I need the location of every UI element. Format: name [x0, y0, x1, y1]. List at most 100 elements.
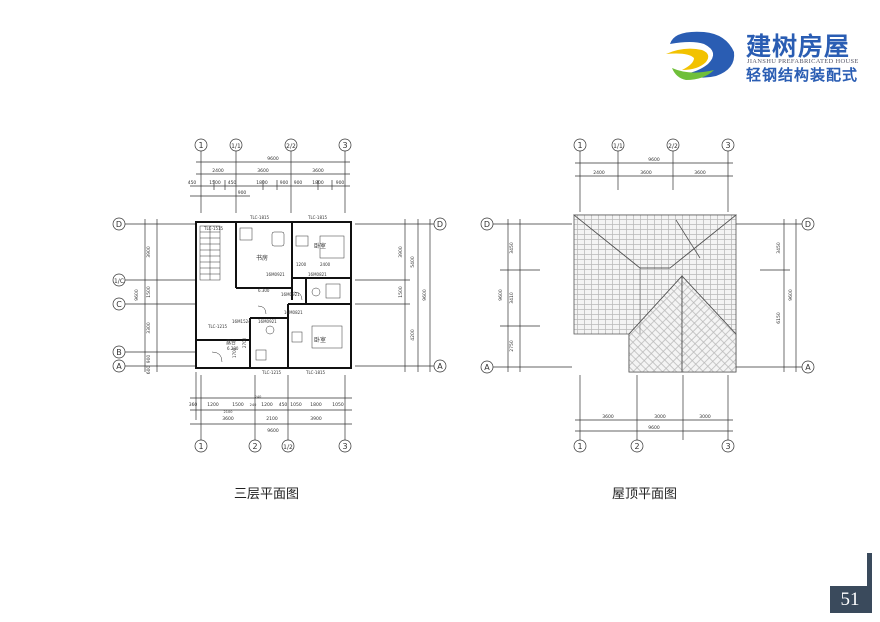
svg-text:16M0921: 16M0921 [258, 319, 277, 324]
svg-text:2100: 2100 [266, 416, 278, 422]
svg-text:3300: 3300 [146, 322, 152, 334]
roof-grid-bot-3: 3 [725, 442, 730, 451]
roof-right-grid [736, 217, 815, 374]
tf-grid-bot-1: 1 [198, 442, 203, 451]
svg-text:900: 900 [336, 180, 345, 186]
tf-dimensions: 9600 2400 3600 3600 450 1500 450 1800 90… [134, 156, 428, 434]
roof-grid-top-3: 2/2 [668, 143, 678, 150]
svg-text:3600: 3600 [694, 170, 706, 176]
tf-stair [199, 225, 221, 281]
svg-text:900: 900 [238, 190, 247, 196]
tf-grid-left-1: D [116, 220, 122, 229]
svg-text:900: 900 [146, 355, 152, 364]
third-floor-caption: 三层平面图 [234, 487, 300, 502]
tf-grid-bot-2: 2 [252, 442, 257, 451]
svg-text:6.300: 6.300 [258, 288, 270, 293]
roof-grid-right-1: D [805, 220, 811, 229]
svg-text:900: 900 [280, 180, 289, 186]
svg-text:3000: 3000 [654, 414, 666, 420]
tf-top-grid [194, 138, 352, 213]
roof-bottom-grid [573, 375, 735, 453]
svg-text:16M0921: 16M0921 [281, 292, 300, 297]
brand-tagline: 轻钢结构装配式 [746, 66, 859, 84]
roof-dimensions: 9600 2400 3600 3600 3450 3410 2750 9600 … [498, 157, 794, 431]
svg-text:9600: 9600 [267, 156, 279, 162]
svg-text:2100: 2100 [224, 410, 233, 414]
tf-right-grid [355, 217, 447, 373]
svg-text:1800: 1800 [312, 180, 324, 186]
svg-text:卧室: 卧室 [314, 336, 326, 344]
svg-text:3600: 3600 [312, 168, 324, 174]
tf-grid-right-1: D [437, 220, 443, 229]
svg-text:450: 450 [188, 180, 197, 186]
svg-text:1200: 1200 [207, 402, 219, 408]
svg-text:3600: 3600 [602, 414, 614, 420]
third-floor-plan: 1 1/1 2/2 3 1 2 1/2 3 D 1/C C B A D A 96… [112, 138, 447, 453]
svg-text:2700: 2700 [242, 337, 247, 348]
svg-text:3900: 3900 [398, 246, 404, 258]
tf-grid-left-4: B [116, 348, 122, 357]
svg-text:3600: 3600 [222, 416, 234, 422]
roof-grid-left-2: A [484, 363, 490, 372]
tf-grid-top-2: 1/1 [231, 143, 241, 150]
roof-grid-left-1: D [484, 220, 490, 229]
roof-grid-bot-1: 1 [577, 442, 582, 451]
roof-surfaces [572, 214, 738, 373]
svg-text:3450: 3450 [776, 242, 782, 254]
svg-text:9600: 9600 [422, 289, 428, 301]
svg-text:3410: 3410 [509, 292, 515, 304]
roof-plan-caption: 屋顶平面图 [612, 487, 678, 502]
brand-english: JIANSHU PREFABRICATED HOUSE [747, 58, 859, 65]
svg-text:9600: 9600 [788, 289, 794, 301]
svg-text:1050: 1050 [332, 402, 344, 408]
roof-left-grid [480, 217, 572, 374]
svg-text:1500: 1500 [398, 286, 404, 298]
svg-text:TLC-1215: TLC-1215 [207, 324, 228, 329]
svg-text:TLC-1815: TLC-1815 [305, 370, 326, 375]
svg-text:450: 450 [228, 180, 237, 186]
svg-text:9600: 9600 [648, 425, 660, 431]
svg-text:600: 600 [146, 366, 152, 375]
roof-grid-right-2: A [805, 363, 811, 372]
tf-room-names: 书房 卧室 卧室 露台 [226, 242, 326, 346]
svg-text:3600: 3600 [640, 170, 652, 176]
svg-text:1200: 1200 [261, 402, 273, 408]
svg-text:2400: 2400 [320, 262, 331, 267]
svg-text:1500: 1500 [232, 402, 244, 408]
svg-text:TLC-1815: TLC-1815 [307, 215, 328, 220]
tf-grid-top-3: 2/2 [286, 143, 296, 150]
roof-grid-bot-2: 2 [634, 442, 639, 451]
roof-grid-top-4: 3 [725, 141, 730, 150]
svg-text:240: 240 [250, 403, 257, 407]
svg-text:2750: 2750 [509, 340, 515, 352]
tf-grid-bot-4: 3 [342, 442, 347, 451]
svg-text:9600: 9600 [134, 289, 140, 301]
svg-text:3000: 3000 [699, 414, 711, 420]
svg-text:360: 360 [189, 402, 198, 408]
svg-text:3900: 3900 [310, 416, 322, 422]
svg-text:书房: 书房 [256, 254, 268, 262]
tf-labels: TLC-1515 TLC-1815 TLC-1815 TLC-1215 TLC-… [203, 215, 331, 375]
svg-text:3900: 3900 [146, 246, 152, 258]
svg-text:16M1524: 16M1524 [232, 319, 251, 324]
svg-text:1050: 1050 [290, 402, 302, 408]
roof-plan: 1 1/1 2/2 3 1 2 3 D A D A 9600 2400 3600… [480, 138, 815, 453]
svg-text:1200: 1200 [296, 262, 307, 267]
svg-text:1500: 1500 [146, 286, 152, 298]
brand-name: 建树房屋 [746, 32, 851, 61]
svg-text:9600: 9600 [498, 289, 504, 301]
tf-grid-bot-3: 1/2 [283, 444, 293, 451]
svg-text:1800: 1800 [310, 402, 322, 408]
roof-top-grid [573, 138, 735, 212]
svg-text:9600: 9600 [648, 157, 660, 163]
svg-text:16M0921: 16M0921 [266, 272, 285, 277]
tf-grid-left-3: C [116, 300, 122, 309]
jianshu-logo-icon [666, 31, 735, 80]
svg-text:6.280: 6.280 [227, 346, 239, 351]
svg-text:TLC-1815: TLC-1815 [249, 215, 270, 220]
roof-grid-top-1: 1 [577, 141, 582, 150]
svg-text:900: 900 [294, 180, 303, 186]
svg-text:5400: 5400 [410, 256, 416, 268]
